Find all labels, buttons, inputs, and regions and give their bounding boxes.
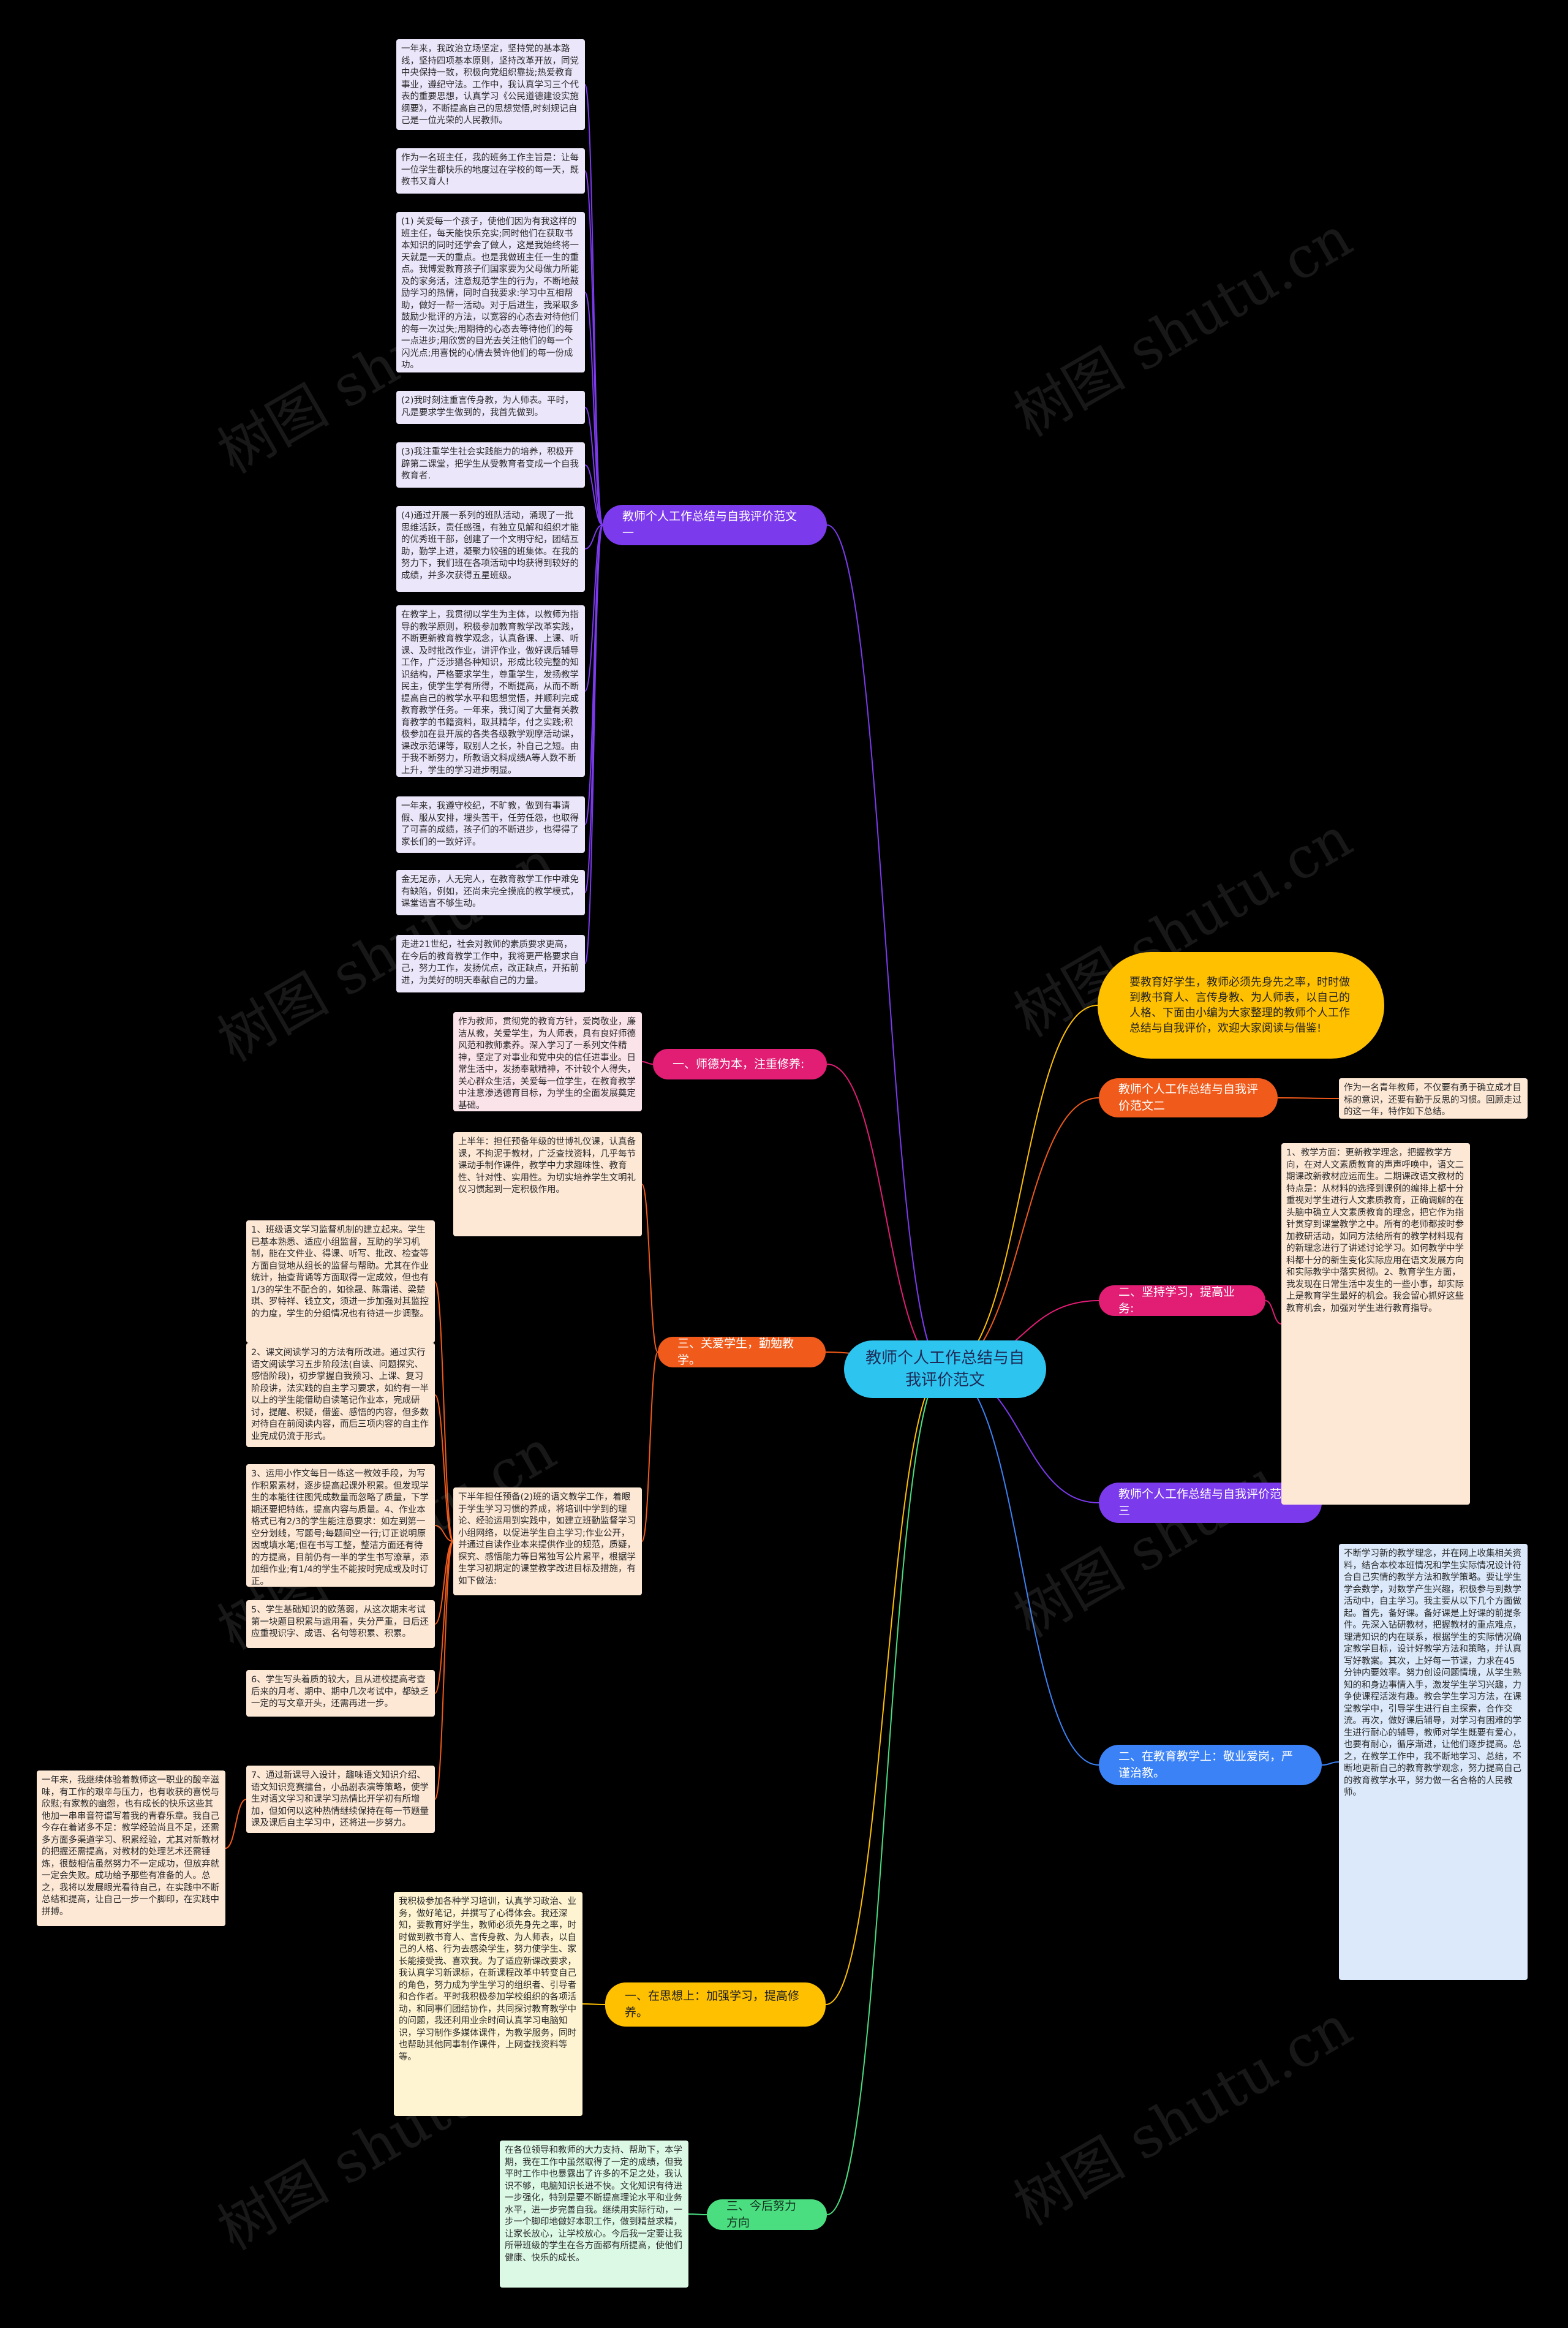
connector-nu_li [826, 1369, 946, 2215]
connector-leaf [434, 1541, 454, 1694]
leaf-guan-ai-4[interactable]: 2、课文阅读学习的方法有所改进。通过实行语文阅读学习五步阶段法(自读、问题探究、… [246, 1343, 435, 1447]
connector-leaf [584, 170, 603, 526]
leaf-guan-ai-2[interactable]: 下半年担任预备(2)班的语文教学工作，着眼于学生学习习惯的养成，将培训中学到的理… [453, 1487, 642, 1595]
leaf-guan-ai-7[interactable]: 6、学生写头着质的较大，且从进校提高考查后来的月考、期中、期中几次考试中，都缺乏… [246, 1670, 435, 1717]
branch-si-xiang[interactable]: 一、在思想上：加强学习，提高修养。 [605, 1982, 826, 2027]
connector-leaf [584, 524, 603, 825]
connector-leaf [584, 524, 603, 893]
leaf-nu-li-1[interactable]: 在各位领导和教师的大力支持、帮助下，本学期，我在工作中虽然取得了一定的成绩，但我… [500, 2141, 688, 2288]
connector-si_xiang [825, 1369, 946, 2005]
connector-leaf [434, 1394, 454, 1542]
leaf-shi-de-1[interactable]: 作为教师，贯彻党的教育方针，爱岗敬业，廉洁从教，关爱学生，为人师表，具有良好师德… [453, 1012, 642, 1111]
leaf-fan-wen-1-4[interactable]: (2)我时刻注重言传身教，为人师表。平时，凡是要求学生做到的，我首先做到。 [396, 391, 585, 424]
connector-leaf [584, 524, 603, 550]
leaf-fan-wen-1-3[interactable]: (1) 关爱每一个孩子，使他们因为有我这样的班主任，每天能快乐充实;同时他们在获… [396, 212, 585, 372]
connector-leaf [641, 1351, 658, 1542]
leaf-fan-wen-1-1[interactable]: 一年来，我政治立场坚定，坚持党的基本路线，坚持四项基本原则，坚持改革开放，同党中… [396, 39, 585, 130]
connector-fan_wen_1 [826, 524, 946, 1370]
connector-leaf [584, 292, 603, 526]
leaf-guan-ai-8[interactable]: 7、通过新课导入设计，趣味语文知识介绍、语文知识竞赛擂台，小品剧表演等策略，使学… [246, 1766, 435, 1833]
leaf-jing-ye-1[interactable]: 不断学习新的教学理念，并在网上收集相关资料，结合本校本班情况和学生实际情况设计符… [1339, 1544, 1528, 1980]
connector-shi_de [826, 1064, 946, 1370]
branch-fan-wen-1[interactable]: 教师个人工作总结与自我评价范文一 [603, 505, 827, 545]
connector-leaf [641, 1061, 654, 1065]
connector-leaf [1265, 1300, 1282, 1325]
leaf-guan-ai-5[interactable]: 3、运用小作文每日一练这一教效手段，为写作积累素材，逐步提高起课外积累。但发现学… [246, 1464, 435, 1587]
leaf-fan-wen-1-8[interactable]: 一年来，我遵守校纪，不旷教，做到有事请假、服从安排，埋头苦干，任劳任怨，也取得了… [396, 796, 585, 853]
leaf-guan-ai-6[interactable]: 5、学生基础知识的欧落弱，从这次期末考试第一块题目积累与运用看，失分严重，日后还… [246, 1600, 435, 1648]
branch-fan-wen-2[interactable]: 教师个人工作总结与自我评价范文二 [1099, 1078, 1278, 1117]
connector-leaf [434, 1281, 454, 1542]
leaf-guan-ai-3[interactable]: 1、班级语文学习监督机制的建立起来。学生已基本熟悉、适应小组监督，互助的学习机制… [246, 1220, 435, 1343]
connector-fan_wen_2 [944, 1097, 1099, 1370]
leaf-fan-wen-1-9[interactable]: 金无足赤，人无完人，在教育教学工作中难免有缺陷，例如，还尚未完全摸底的教学模式，… [396, 870, 585, 915]
connector-leaf [582, 2003, 606, 2005]
leaf-fan-wen-1-10[interactable]: 走进21世纪，社会对教师的素质要求更高，在今后的教育教学工作中，我将更严格要求自… [396, 935, 585, 992]
connector-leaf [688, 2213, 707, 2215]
leaf-guan-ai-9[interactable]: 一年来，我继续体验着教师这一职业的酸辛滋味，有工作的艰辛与压力，也有收获的喜悦与… [37, 1771, 225, 1926]
leaf-guan-ai-1[interactable]: 上半年：担任预备年级的世博礼仪课，认真备课，不拘泥于教材，广泛查找资料，几乎每节… [453, 1132, 642, 1236]
branch-zhuan-ye[interactable]: 二、坚持学习，提高业务: [1099, 1285, 1265, 1316]
connector-jing_ye [944, 1369, 1099, 1766]
intro-summary[interactable]: 要教育好学生，教师必须先身先之率，时时做到教书育人、言传身教、为人师表，以自己的… [1098, 952, 1384, 1059]
connector-leaf [225, 1799, 247, 1849]
connector-intro [944, 1005, 1098, 1370]
connector-leaf [584, 407, 603, 526]
connector-leaf [584, 464, 603, 526]
root-topic[interactable]: 教师个人工作总结与自我评价范文 [844, 1340, 1046, 1398]
leaf-fan-wen-1-7[interactable]: 在教学上，我贯彻以学生为主体，以教师为指导的教学原则，积极参加教育教学改革实践，… [396, 605, 585, 777]
leaf-zhuan-ye-1[interactable]: 1、教学方面：更新教学理念，把握教学方向，在对人文素质教育的声声呼唤中，语文二期… [1281, 1143, 1470, 1505]
connector-leaf [584, 524, 603, 964]
branch-jing-ye[interactable]: 二、在教育教学上：敬业爱岗，严谨治教。 [1099, 1745, 1322, 1785]
branch-guan-ai[interactable]: 三、关爱学生，勤勉教学。 [658, 1337, 826, 1367]
connector-leaf [1321, 1761, 1340, 1766]
leaf-fan-wen-1-6[interactable]: (4)通过开展一系列的班队活动，涌现了一批思维活跃，责任感强，有独立见解和组织才… [396, 506, 585, 592]
leaf-fan-wen-2-1[interactable]: 作为一名青年教师，不仅要有勇于确立成才目标的意识，还要有勤于反思的习惯。回顾走过… [1339, 1078, 1528, 1119]
connector-leaf [434, 1525, 454, 1542]
connector-leaf [434, 1541, 454, 1625]
connector-leaf [641, 1184, 658, 1353]
leaf-fan-wen-1-2[interactable]: 作为一名班主任，我的班务工作主旨是：让每一位学生都快乐的地度过在学校的每一天，既… [396, 148, 585, 194]
branch-nu-li[interactable]: 三、今后努力方向 [707, 2199, 827, 2230]
leaf-fan-wen-1-5[interactable]: (3)我注重学生社会实践能力的培养，积极开辟第二课堂，把学生从受教育者变成一个自… [396, 442, 585, 488]
leaf-si-xiang-1[interactable]: 我积极参加各种学习培训，认真学习政治、业务，做好笔记，并撰写了心得体会。我还深知… [394, 1892, 582, 2116]
connector-leaf [584, 524, 603, 692]
branch-shi-de[interactable]: 一、师德为本，注重修养: [653, 1049, 827, 1079]
connector-leaf [434, 1541, 454, 1800]
